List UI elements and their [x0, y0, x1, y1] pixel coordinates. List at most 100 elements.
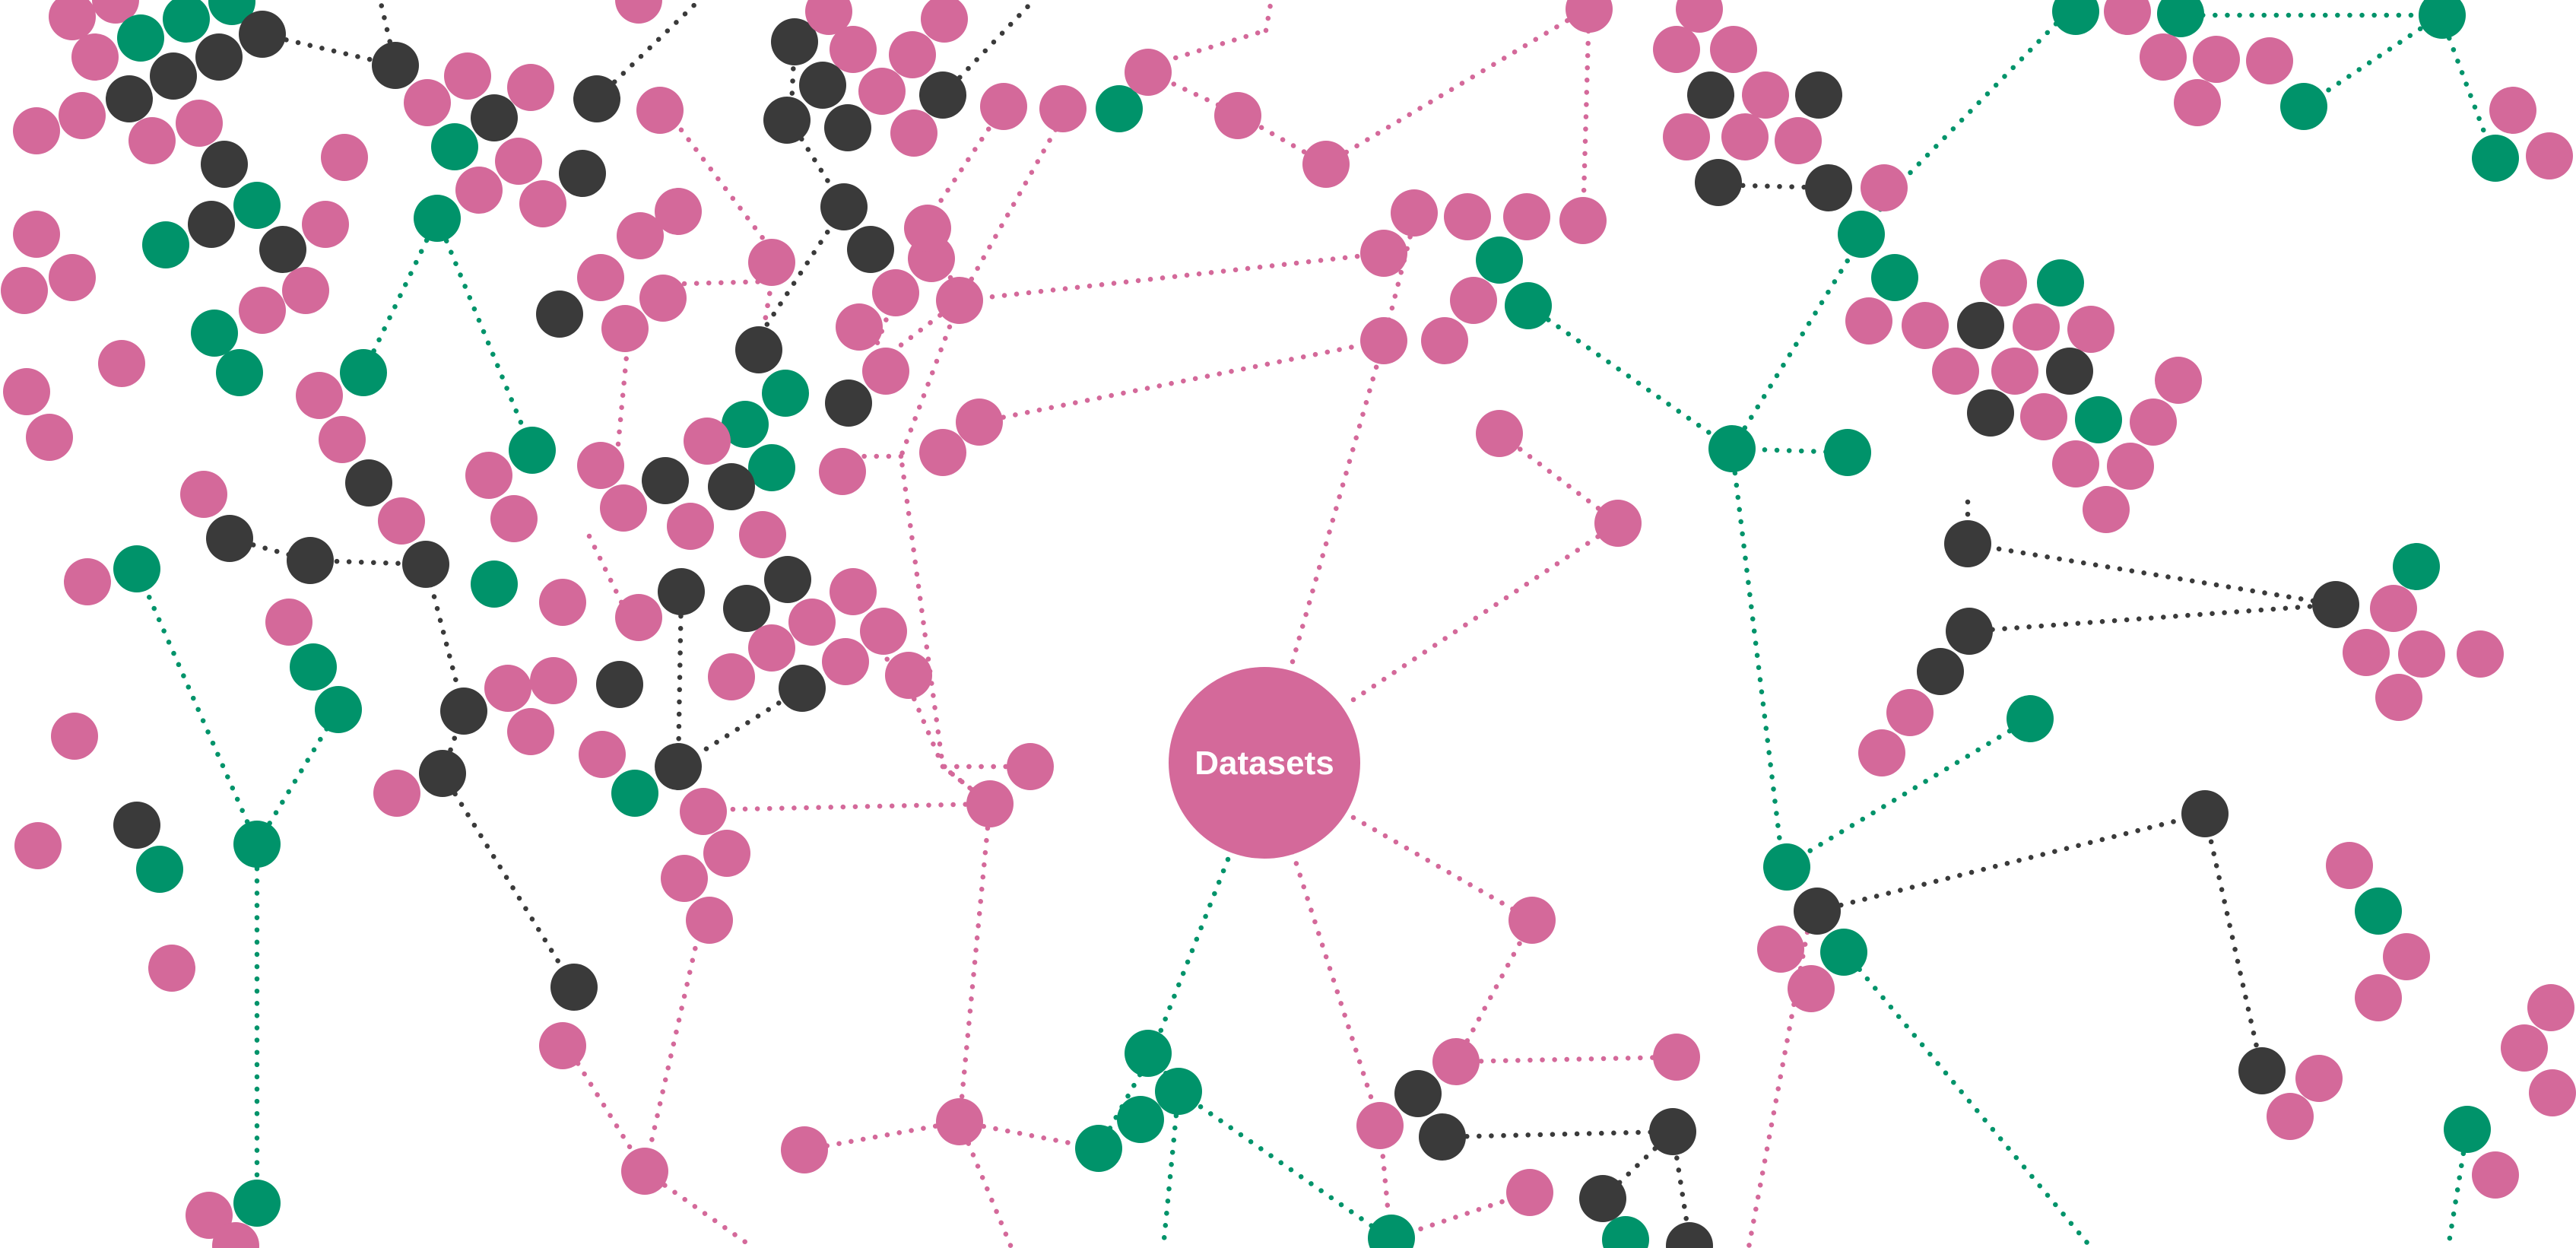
- node-dark[interactable]: [1794, 888, 1841, 935]
- node-pink[interactable]: [2526, 132, 2573, 179]
- node-pink[interactable]: [2355, 974, 2402, 1021]
- node-green[interactable]: [611, 770, 658, 817]
- node-pink[interactable]: [980, 83, 1027, 130]
- node-pink[interactable]: [615, 594, 662, 641]
- node-dark[interactable]: [655, 743, 702, 790]
- node-pink[interactable]: [1214, 92, 1261, 139]
- node-green[interactable]: [117, 14, 164, 62]
- node-green[interactable]: [1117, 1096, 1164, 1143]
- node-pink[interactable]: [484, 665, 531, 712]
- node-pink[interactable]: [59, 92, 106, 139]
- node-green[interactable]: [414, 195, 461, 242]
- node-pink[interactable]: [655, 188, 702, 235]
- node-pink[interactable]: [2529, 1069, 2576, 1116]
- datasets-hub-circle[interactable]: [1169, 667, 1360, 859]
- node-dark[interactable]: [1805, 164, 1852, 211]
- node-pink[interactable]: [748, 624, 795, 672]
- node-dark[interactable]: [1917, 648, 1964, 695]
- node-green[interactable]: [1763, 843, 1810, 891]
- node-pink[interactable]: [519, 180, 566, 227]
- node-dark[interactable]: [550, 964, 598, 1011]
- node-pink[interactable]: [490, 495, 538, 542]
- node-dark[interactable]: [1944, 520, 1991, 567]
- node-pink[interactable]: [2326, 842, 2373, 889]
- node-dark[interactable]: [1957, 302, 2004, 349]
- node-dark[interactable]: [771, 18, 818, 65]
- node-pink[interactable]: [495, 138, 542, 185]
- node-green[interactable]: [315, 686, 362, 733]
- node-pink[interactable]: [1980, 259, 2027, 306]
- node-dark[interactable]: [419, 750, 466, 797]
- node-pink[interactable]: [579, 731, 626, 778]
- node-pink[interactable]: [321, 134, 368, 181]
- node-pink[interactable]: [1356, 1102, 1404, 1149]
- node-pink[interactable]: [822, 638, 869, 685]
- node-pink[interactable]: [2489, 87, 2536, 134]
- node-pink[interactable]: [98, 340, 145, 387]
- node-pink[interactable]: [2375, 674, 2422, 721]
- node-pink[interactable]: [1391, 189, 1438, 237]
- node-pink[interactable]: [830, 568, 877, 615]
- node-pink[interactable]: [64, 558, 111, 605]
- node-pink[interactable]: [2130, 399, 2177, 446]
- node-dark[interactable]: [573, 75, 620, 122]
- node-green[interactable]: [2280, 83, 2327, 130]
- node-pink[interactable]: [615, 0, 662, 24]
- node-pink[interactable]: [2083, 486, 2130, 533]
- node-pink[interactable]: [966, 780, 1014, 827]
- node-pink[interactable]: [2527, 984, 2574, 1031]
- node-pink[interactable]: [13, 211, 60, 258]
- node-pink[interactable]: [2472, 1151, 2519, 1199]
- node-pink[interactable]: [686, 897, 733, 944]
- node-dark[interactable]: [345, 459, 392, 507]
- node-pink[interactable]: [1360, 230, 1407, 277]
- node-pink[interactable]: [921, 0, 968, 43]
- node-dark[interactable]: [201, 141, 248, 188]
- node-pink[interactable]: [1503, 193, 1550, 240]
- node-dark[interactable]: [735, 326, 782, 373]
- node-pink[interactable]: [1653, 1034, 1700, 1081]
- node-pink[interactable]: [621, 1148, 668, 1195]
- node-green[interactable]: [136, 846, 183, 893]
- node-pink[interactable]: [26, 414, 73, 461]
- node-dark[interactable]: [471, 94, 518, 141]
- node-pink[interactable]: [1421, 317, 1468, 364]
- node-pink[interactable]: [781, 1126, 828, 1173]
- node-pink[interactable]: [956, 399, 1003, 446]
- node-green[interactable]: [1125, 1030, 1172, 1077]
- node-pink[interactable]: [465, 452, 512, 499]
- node-dark[interactable]: [1795, 71, 1842, 119]
- node-pink[interactable]: [703, 830, 750, 877]
- datasets-hub[interactable]: Datasets: [1169, 667, 1360, 859]
- node-pink[interactable]: [1559, 197, 1607, 244]
- node-pink[interactable]: [539, 1022, 586, 1069]
- node-pink[interactable]: [1302, 141, 1350, 188]
- node-pink[interactable]: [373, 770, 420, 817]
- node-dark[interactable]: [206, 515, 253, 562]
- node-dark[interactable]: [536, 291, 583, 338]
- node-pink[interactable]: [1676, 0, 1723, 33]
- node-dark[interactable]: [596, 661, 643, 708]
- node-pink[interactable]: [2246, 37, 2293, 84]
- node-pink[interactable]: [1, 267, 48, 314]
- node-pink[interactable]: [296, 372, 343, 419]
- node-pink[interactable]: [404, 79, 451, 126]
- node-pink[interactable]: [2370, 585, 2417, 632]
- node-pink[interactable]: [577, 254, 624, 301]
- node-pink[interactable]: [739, 511, 786, 558]
- node-pink[interactable]: [1721, 113, 1769, 160]
- node-dark[interactable]: [559, 150, 606, 197]
- node-pink[interactable]: [265, 599, 312, 646]
- node-dark[interactable]: [239, 11, 286, 58]
- node-pink[interactable]: [2107, 443, 2154, 490]
- node-pink[interactable]: [1476, 410, 1523, 457]
- node-green[interactable]: [113, 545, 160, 592]
- node-pink[interactable]: [2457, 630, 2504, 678]
- node-pink[interactable]: [1710, 26, 1757, 73]
- node-pink[interactable]: [71, 33, 119, 81]
- node-pink[interactable]: [936, 277, 983, 324]
- node-dark[interactable]: [259, 226, 306, 273]
- node-pink[interactable]: [186, 1192, 233, 1239]
- node-dark[interactable]: [2238, 1047, 2286, 1094]
- node-pink[interactable]: [530, 657, 577, 704]
